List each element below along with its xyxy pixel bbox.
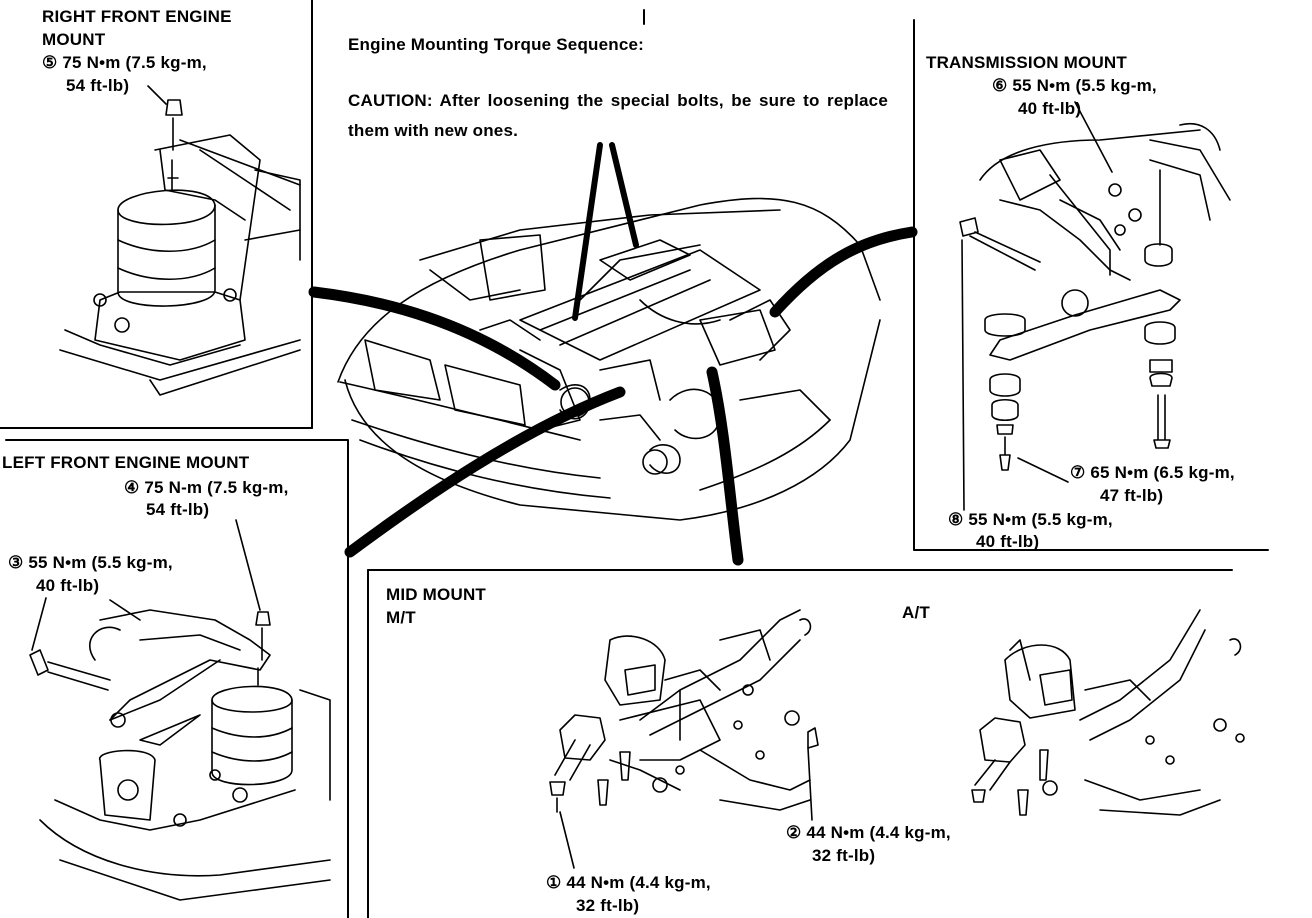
torque-label-5-ftlb: 54 ft-lb) [66,76,130,95]
torque-label-8-ftlb: 40 ft-lb) [976,532,1040,551]
panel-borders [0,0,1269,918]
torque-label-5: ⑤ 75 N•m (7.5 kg-m, [42,53,207,72]
torque-label-7-ftlb: 47 ft-lb) [1100,486,1164,505]
right-front-mount-title-2: MOUNT [42,30,106,49]
right-front-mount-art [59,99,301,396]
torque-label-8: ⑧ 55 N•m (5.5 kg-m, [948,510,1113,529]
torque-label-2: ② 44 N•m (4.4 kg-m, [786,823,951,842]
torque-label-7: ⑦ 65 N•m (6.5 kg-m, [1070,463,1235,482]
mid-mount-mt-label: M/T [386,608,416,627]
torque-label-3-ftlb: 40 ft-lb) [36,576,100,595]
pointer-leaders [31,85,1113,869]
torque-label-4: ④ 75 N-m (7.5 kg-m, [124,478,289,497]
torque-label-1: ① 44 N•m (4.4 kg-m, [546,873,711,892]
mid-mount-mt-art [549,609,819,813]
callout-leaders [308,226,918,566]
torque-label-4-ftlb: 54 ft-lb) [146,500,210,519]
transmission-mount-title: TRANSMISSION MOUNT [926,53,1127,72]
torque-label-3: ③ 55 N•m (5.5 kg-m, [8,553,173,572]
caution-note: CAUTION: After loosening the special bol… [348,91,888,140]
torque-label-1-ftlb: 32 ft-lb) [576,896,640,915]
torque-label-6-ftlb: 40 ft-lb) [1018,99,1082,118]
mid-mount-title: MID MOUNT [386,585,487,604]
torque-sequence-title: Engine Mounting Torque Sequence: [348,35,645,54]
car-body-art [337,197,881,521]
right-front-mount-title: RIGHT FRONT ENGINE [42,7,232,26]
left-front-mount-art [29,599,331,901]
torque-label-6: ⑥ 55 N•m (5.5 kg-m, [992,76,1157,95]
mid-mount-at-art [971,609,1245,816]
lift-chains [572,142,639,321]
left-front-mount-title: LEFT FRONT ENGINE MOUNT [2,453,250,472]
transmission-mount-art [959,123,1231,471]
torque-label-2-ftlb: 32 ft-lb) [812,846,876,865]
mid-mount-at-label: A/T [902,603,930,622]
